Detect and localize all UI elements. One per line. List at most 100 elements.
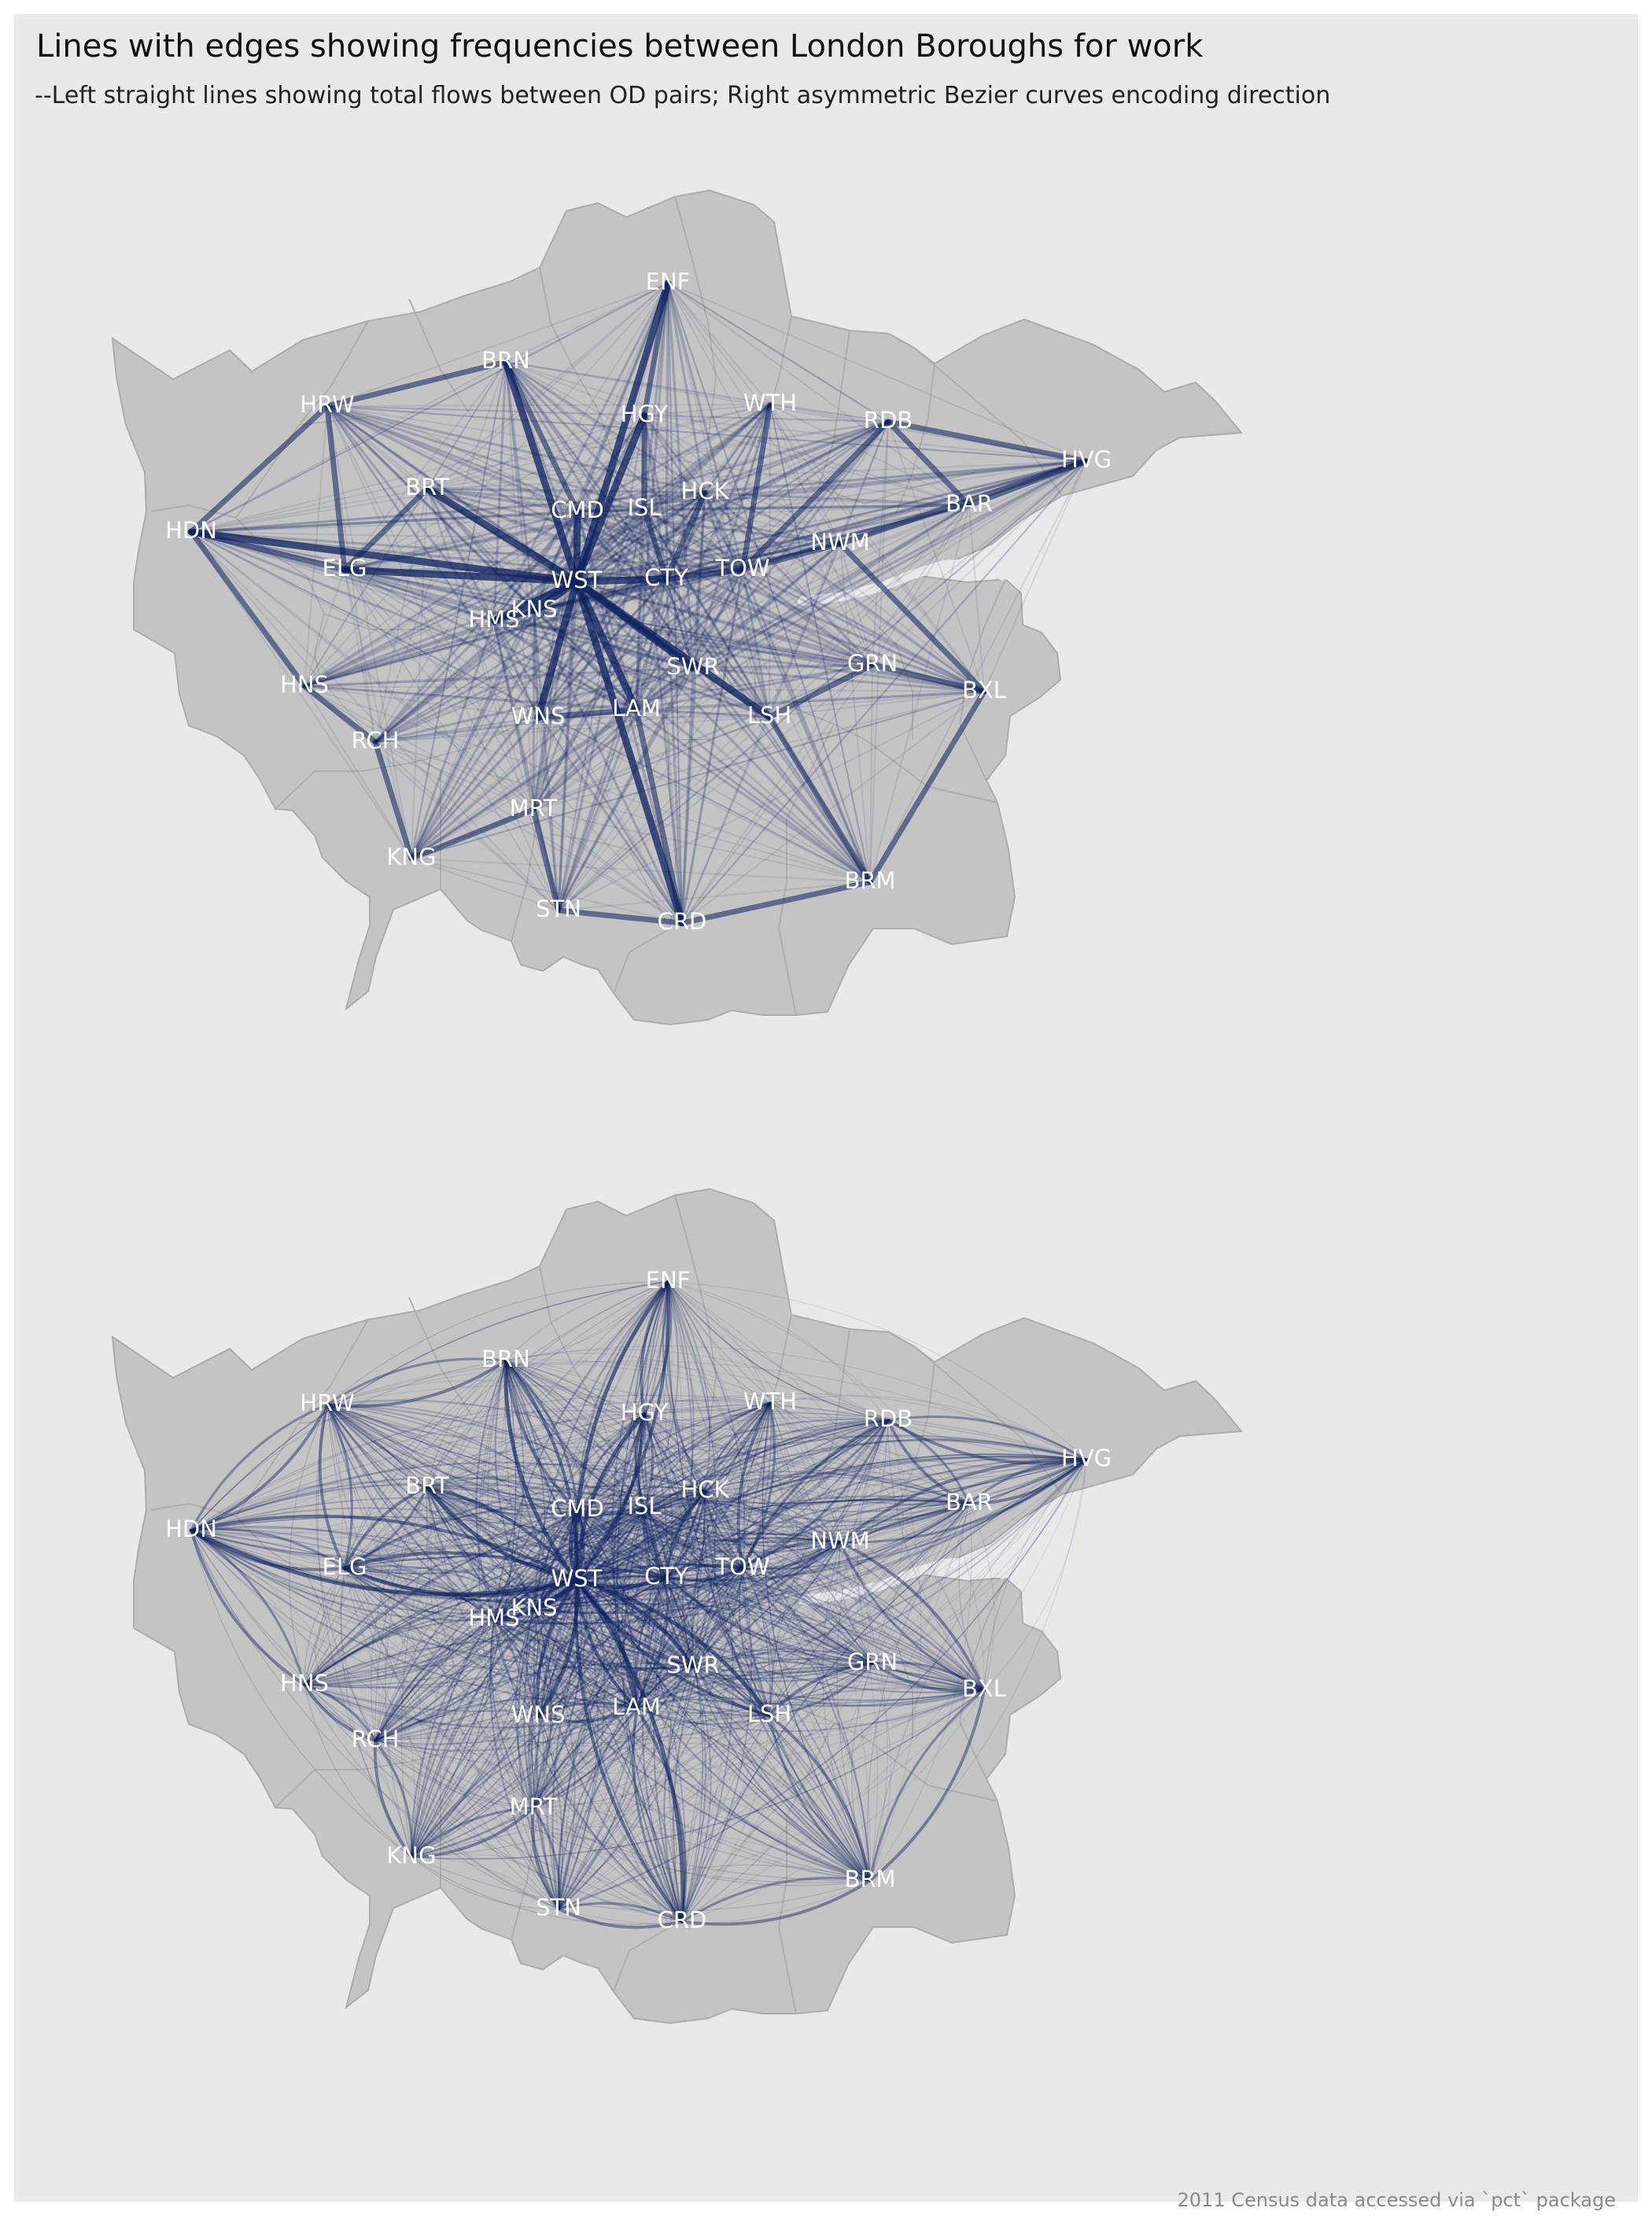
edge-KNS-KNG: [410, 609, 536, 860]
edge-HCK-BRN: [505, 1360, 706, 1492]
edge-WST-KNG: [410, 1578, 578, 1859]
edge-BRN-HDN: [190, 361, 507, 533]
edge-BRT-CRD: [426, 1486, 683, 1922]
edge-HVG-CRD: [681, 1459, 1087, 1922]
borough-boundary: [539, 1265, 622, 1511]
edge-RDB-ELG: [344, 1416, 889, 1569]
edge-GRN-STN: [558, 664, 873, 911]
edge-STN-WNS: [537, 1715, 568, 1910]
edge-CTY-HNS: [303, 578, 668, 688]
edge-HDN-HGY: [190, 1413, 645, 1534]
edge-BAR-ISL: [643, 1475, 970, 1508]
borough-label-wst: WST: [551, 1565, 603, 1592]
edge-HCK-ELG: [343, 1485, 706, 1570]
edge-ENF-HDN: [190, 282, 669, 534]
edge-TOW-LSH: [741, 568, 771, 718]
edge-RDB-ISL: [643, 420, 890, 511]
edge-CMD-KNS: [533, 510, 579, 612]
edge-ENF-HRW: [326, 1281, 669, 1405]
edge-BXL-NWM: [837, 541, 987, 695]
edge-BAR-MRT: [533, 504, 970, 810]
edge-ENF-HNS: [304, 1281, 669, 1685]
edge-HMS-CRD: [492, 619, 684, 925]
edge-KNG-CRD: [411, 1856, 683, 1925]
edge-LSH-ELG: [344, 1567, 770, 1716]
edge-CTY-WNS: [537, 578, 668, 719]
edge-BRN-KNG: [411, 361, 507, 859]
edge-NWM-GRN: [839, 543, 873, 666]
edge-HDN-RCH: [190, 531, 376, 743]
edge-RDB-WST: [575, 1419, 890, 1582]
edge-HGY-LSH: [643, 415, 770, 718]
borough-boundary: [959, 1577, 1006, 1780]
edge-HCK-HMS: [492, 491, 706, 622]
edge-BRM-HDN: [190, 1530, 871, 1881]
edge-ENF-TOW: [666, 282, 744, 571]
edge-HDN-WST: [187, 528, 581, 585]
edge-KNS-CRD: [533, 609, 684, 925]
borough-boundary: [778, 723, 835, 1016]
edge-NWM-HDN: [190, 1477, 841, 1543]
edge-WST-GRN: [575, 580, 874, 666]
edge-CTY-WST: [574, 1569, 669, 1582]
edge-ELG-CRD: [344, 569, 683, 924]
edge-BRN-ELG: [344, 361, 507, 570]
edge-HMS-CRD: [492, 1618, 684, 1923]
edge-BXL-HGY: [643, 1413, 985, 1691]
edge-ISL-HCK: [643, 491, 706, 511]
edge-SWR-KNS: [533, 1608, 694, 1667]
edge-HRW-CRD: [326, 1404, 683, 1922]
edge-NWM-ISL: [643, 1502, 841, 1543]
edge-HGY-BRM: [643, 1413, 871, 1881]
edge-HVG-HCK: [703, 460, 1088, 494]
edge-WTH-ELG: [344, 404, 771, 570]
edge-HCK-RDB: [704, 1420, 889, 1492]
edge-BRT-HMS: [426, 1486, 496, 1621]
edge-RDB-SWR: [691, 1419, 890, 1668]
edge-BRM-STN: [558, 1864, 871, 1910]
edge-BXL-CTY: [666, 1577, 985, 1691]
borough-label-kng: KNG: [386, 844, 436, 870]
edge-ELG-RCH: [344, 569, 376, 743]
edge-HMS-TOW: [493, 1567, 743, 1625]
edge-BAR-SWR: [691, 504, 971, 670]
edge-HNS-BRT: [304, 1486, 428, 1685]
borough-label-bar: BAR: [946, 1489, 993, 1516]
edge-ELG-BRM: [344, 569, 871, 883]
edge-HGY-NWM: [643, 1413, 841, 1543]
borough-boundary: [621, 511, 732, 552]
edge-HGY-HMS: [492, 1412, 646, 1621]
edge-STN-HVG: [558, 1459, 1087, 1910]
edge-BRN-LSH: [505, 361, 770, 718]
edge-RCH-MRT: [374, 741, 534, 810]
edge-HDN-GRN: [190, 531, 873, 666]
edge-NWM-HRW: [326, 1401, 841, 1543]
edge-HVG-LSH: [769, 460, 1087, 718]
edge-GRN-RCH: [374, 664, 873, 743]
edge-LSH-WTH: [769, 1402, 798, 1716]
edge-HNS-CRD: [304, 1684, 683, 1922]
edge-LAM-NWM: [636, 1541, 841, 1709]
edge-BAR-KNG: [411, 1503, 970, 1858]
edge-ELG-HDN: [190, 1527, 346, 1570]
edge-STN-NWM: [558, 1541, 841, 1910]
edge-BRN-BXL: [505, 361, 985, 692]
edge-HMS-RCH: [374, 619, 496, 744]
edge-HGY-BRN: [505, 1360, 645, 1415]
edge-CMD-ISL: [576, 1506, 646, 1516]
edge-GRN-HMS: [493, 1603, 873, 1664]
edge-HGY-CMD: [576, 1412, 646, 1512]
edge-WTH-BRM: [761, 1402, 871, 1881]
edge-HVG-CRD: [681, 460, 1087, 924]
edge-HCK-SWR: [691, 491, 706, 670]
edge-HVG-NWM: [837, 458, 1090, 547]
edge-HRW-HGY: [326, 1404, 645, 1439]
edge-KNG-BRM: [411, 1856, 871, 1912]
edge-CMD-ISL: [576, 508, 646, 513]
edge-HRW-HMS: [326, 1403, 496, 1621]
edge-BRT-BRN: [426, 1360, 507, 1488]
edge-CRD-CMD: [577, 1509, 686, 1922]
edge-HCK-ISL: [643, 1490, 706, 1508]
edge-HGY-HDN: [190, 415, 645, 533]
edge-HVG-LSH: [769, 1459, 1087, 1716]
